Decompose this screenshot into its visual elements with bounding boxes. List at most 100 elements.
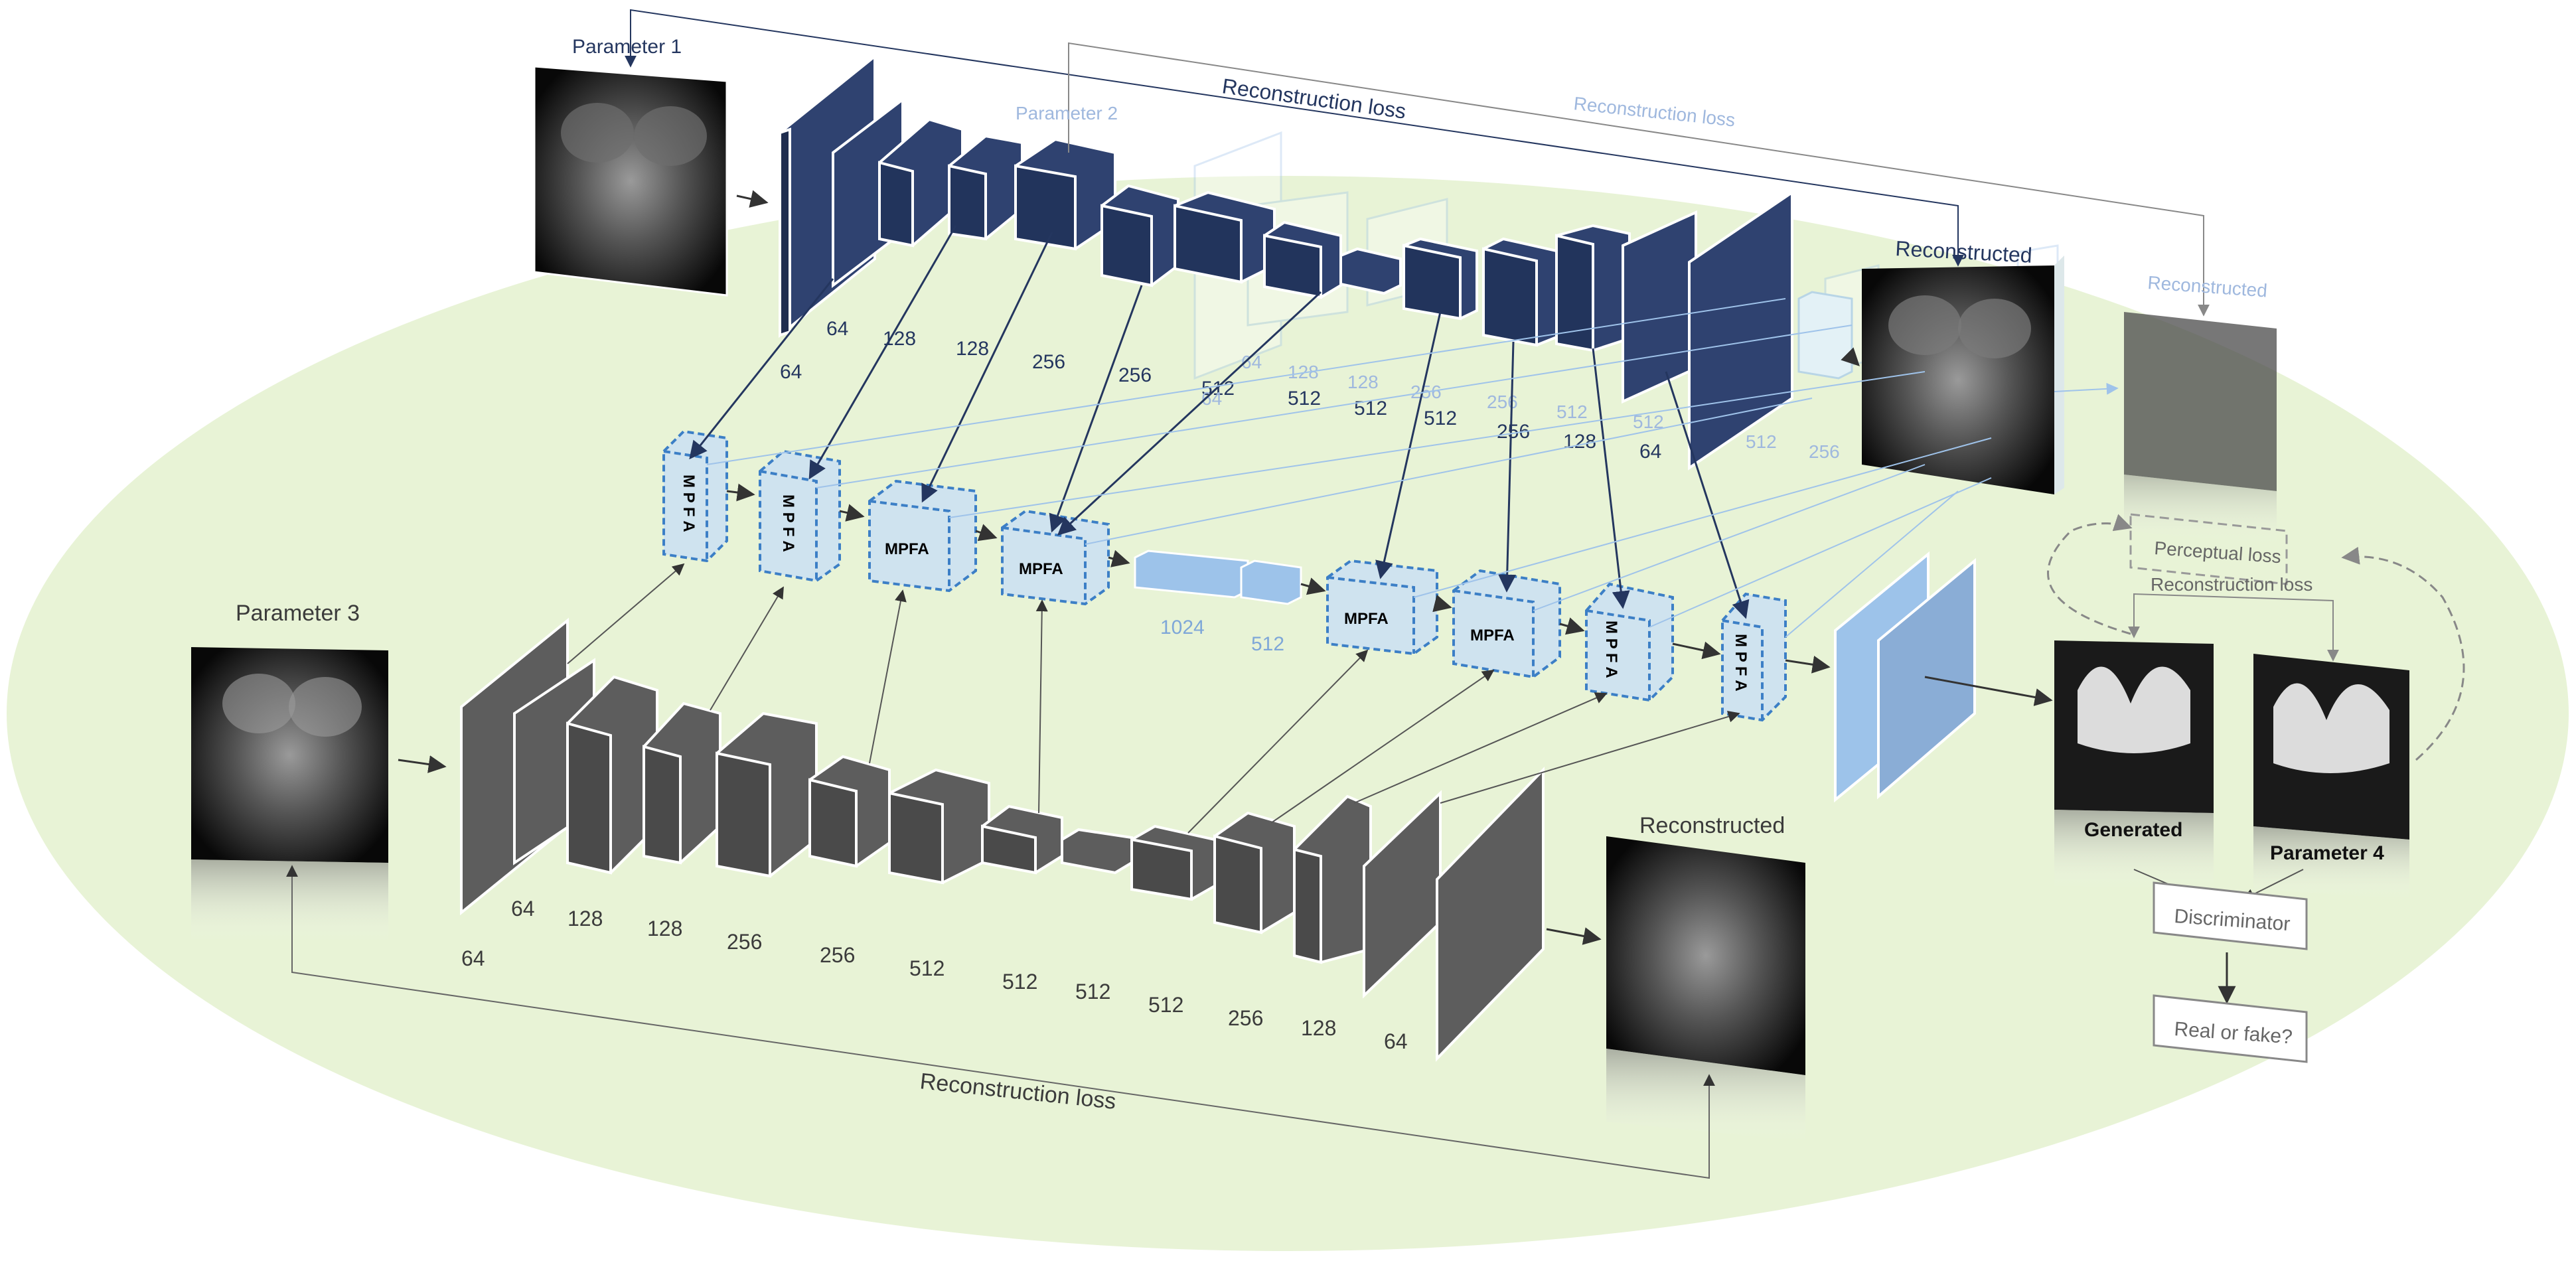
parameter-2-label: Parameter 2 [1016,103,1118,123]
top-ch-7: 512 [1201,378,1235,400]
reconstructed-image-bottom [1606,836,1805,1142]
top-ch-1: 64 [826,318,848,340]
bot-ch-9: 512 [1075,980,1110,1003]
reconstructed-bottom-label: Reconstructed [1639,813,1785,838]
mpfa-6-label: MPFA [1470,627,1515,644]
bot-block-12 [1293,794,1372,964]
bot-ch-11: 256 [1228,1006,1263,1030]
reconstructed-top-faint-label: Reconstructed [2147,272,2268,301]
top-ch-4: 128 [956,338,989,360]
reconstructed-image-top-faint [2124,312,2277,544]
bottom-encoder-decoder [460,617,1545,1062]
faint-ch-3: 128 [1288,362,1319,382]
output-panels [1834,551,1976,803]
perceptual-loss-box [2129,513,2288,585]
faint-ch-6: 256 [1487,392,1518,412]
bottleneck-blocks [1134,550,1302,605]
mri-images [191,65,2409,1142]
top-ch-3: 128 [883,328,916,350]
bot-ch-12: 128 [1301,1016,1336,1040]
bot-block-10 [1130,824,1216,901]
enc-block-5 [1014,137,1116,251]
mpfa-3 [868,479,977,593]
mpfa-8 [1721,592,1787,722]
parameter-4-label: Parameter 4 [2270,842,2384,864]
bot-ch-7: 512 [909,956,945,980]
top-output-block [1797,291,1853,380]
enc-block-3 [878,117,964,248]
bottleneck-block-top [1339,247,1402,295]
mpfa-5-label: MPFA [1344,610,1389,628]
generated-image [2054,640,2214,889]
bot-ch-4: 128 [647,917,682,940]
target-image-parameter-4 [2253,654,2409,899]
dec-block-3 [1555,224,1631,352]
bot-ch-13: 64 [1384,1029,1408,1053]
mpfa-7 [1585,582,1674,702]
faint-ch-4: 128 [1347,372,1379,392]
reconstruction-loss-top-label: Reconstruction loss [1221,74,1408,123]
top-ch-5: 256 [1032,351,1065,373]
loss-boxes [2129,513,2308,1063]
top-ch-2: 64 [780,361,802,383]
bot-block-3 [566,675,658,875]
mpfa-2 [759,449,841,583]
bottleneck-labels: 1024 512 [1160,617,1284,655]
top-ch-12: 128 [1563,431,1596,453]
top-channel-labels: 64 64 128 128 256 256 512 512 512 512 25… [780,318,1661,463]
mpfa-1-label: M P F A [680,475,698,532]
dec-block-4 [1622,210,1697,404]
mpfa-8-label: M P F A [1732,634,1750,692]
bot-ch-1: 64 [511,897,535,921]
parameter-1-label: Parameter 1 [572,36,682,58]
bottleneck-label-512: 512 [1251,633,1284,655]
top-ch-6: 256 [1118,364,1152,386]
mpfa-4-label: MPFA [1019,560,1063,578]
bot-ch-10: 512 [1148,993,1183,1017]
bot-block-6 [808,755,891,868]
bot-ch-6: 256 [820,943,855,967]
top-ch-8: 512 [1288,388,1321,409]
bot-block-14 [1436,767,1545,1062]
mpfa-7-label: M P F A [1602,621,1620,678]
parameter-3-label: Parameter 3 [236,601,360,626]
reconstruction-loss-right-label: Reconstruction loss [2151,574,2312,595]
input-image-parameter-1 [533,65,728,297]
bot-block-8 [981,804,1063,875]
mpfa-3-label: MPFA [885,540,929,558]
bot-ch-5: 256 [727,930,762,954]
discriminator-box [2153,881,2308,950]
mpfa-6 [1452,569,1561,679]
dec-block-1 [1402,237,1478,321]
bottleneck-512 [1240,559,1302,605]
mpfa-4 [1001,509,1110,606]
faint-ch-7: 512 [1556,402,1588,422]
bot-ch-8: 512 [1002,970,1037,994]
dec-block-5 [1688,190,1793,471]
dec-block-2 [1482,237,1558,347]
bot-ch-3: 128 [568,907,603,930]
top-ch-10: 512 [1424,408,1457,429]
mpfa-5 [1326,559,1438,656]
faint-ch-10: 256 [1809,441,1840,462]
bot-block-7 [888,768,990,885]
mpfa-modules [662,429,1787,722]
mpfa-labels: M P F A M P F A MPFA MPFA MPFA MPFA M P … [680,475,1750,692]
bot-block-11 [1213,811,1296,934]
connections [286,9,2465,1179]
top-ch-13: 64 [1639,441,1661,463]
enc-block-8 [1263,220,1342,299]
reconstructed-image-top [1862,256,2064,494]
bottom-channel-labels: 64 64 128 128 256 256 512 512 512 512 25… [461,897,1408,1053]
enc-block-6 [1100,184,1179,287]
faint-ch-9: 512 [1746,431,1777,452]
real-or-fake-box [2153,994,2308,1063]
generated-label: Generated [2084,819,2182,841]
input-image-parameter-3 [191,647,388,942]
mpfa-2-label: M P F A [779,494,797,552]
reconstruction-loss-top-faint-label: Reconstruction loss [1572,93,1736,130]
enc-block-7 [1174,190,1276,284]
output-panel-2 [1877,557,1976,800]
